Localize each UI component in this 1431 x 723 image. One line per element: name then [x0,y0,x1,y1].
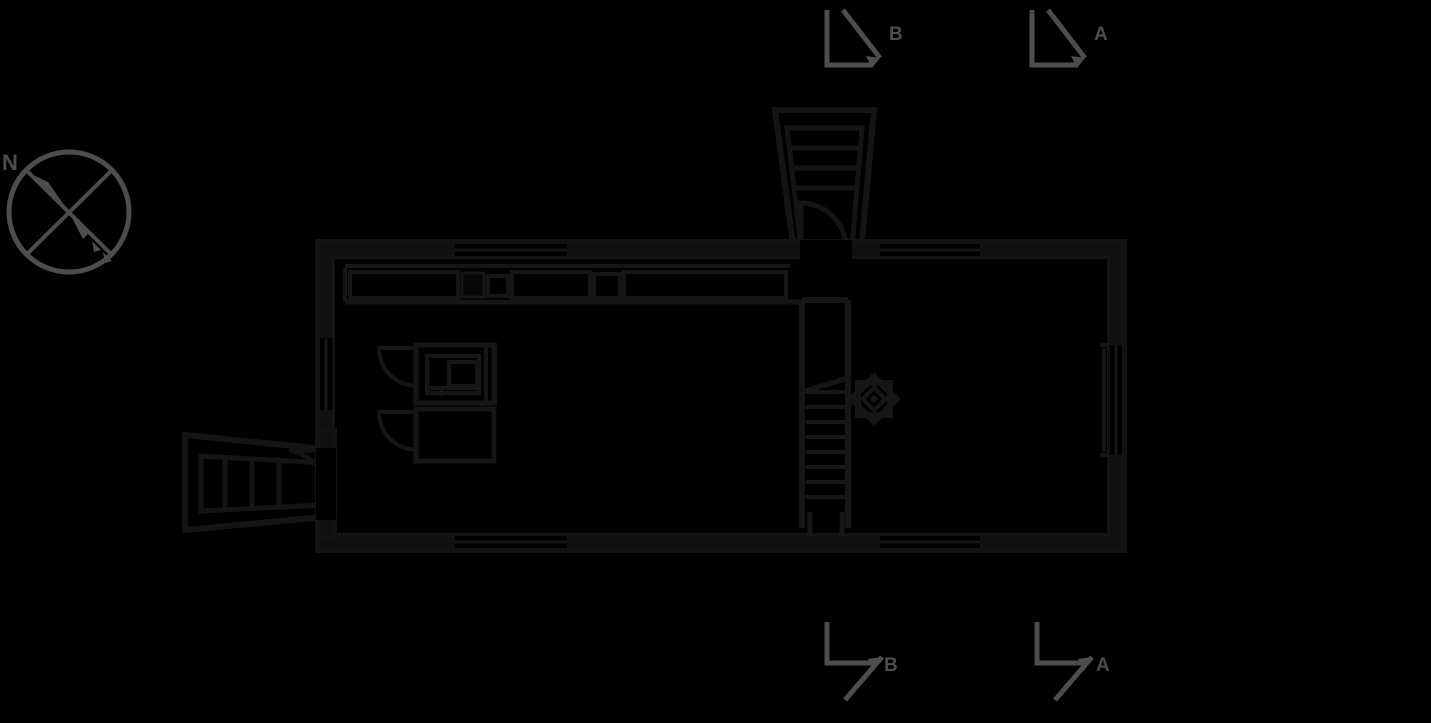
section-marker-bottom-b [824,622,884,702]
section-marker-top-a-label: A [1094,24,1108,45]
counter-cabinet-unit [348,270,460,300]
section-marker-top-b [824,8,882,68]
section-marker-bottom-a [1034,622,1094,702]
section-marker-top-a [1029,8,1087,68]
bathroom-fixture-group [376,342,497,464]
section-marker-bottom-a-label: A [1096,655,1110,676]
west-doorway-gap [316,448,336,520]
counter-cabinet-unit [510,270,592,300]
fixture-swing-arc-top [376,346,417,388]
staircase [799,297,851,536]
wall-window-openings [320,244,1122,548]
compass-rose-icon [6,149,132,275]
north-doorway-gap [800,240,852,260]
section-marker-bottom-b-label: B [884,655,898,676]
counter-hob-unit [592,272,622,300]
fixture-lower-box [413,406,497,464]
level-datum-marker [847,372,901,426]
counter-sink-unit [486,274,510,298]
stair-break-line [801,375,849,395]
doorway-openings [316,240,852,541]
counter-appliance-unit [460,271,486,299]
fixture-swing-arc-bottom [376,410,417,452]
section-marker-top-b-label: B [889,24,903,45]
kitchen-counter-run [343,264,802,305]
compass-north-label: N [2,150,18,175]
fixture-side-strip [484,343,497,405]
counter-cabinet-unit [622,270,788,300]
